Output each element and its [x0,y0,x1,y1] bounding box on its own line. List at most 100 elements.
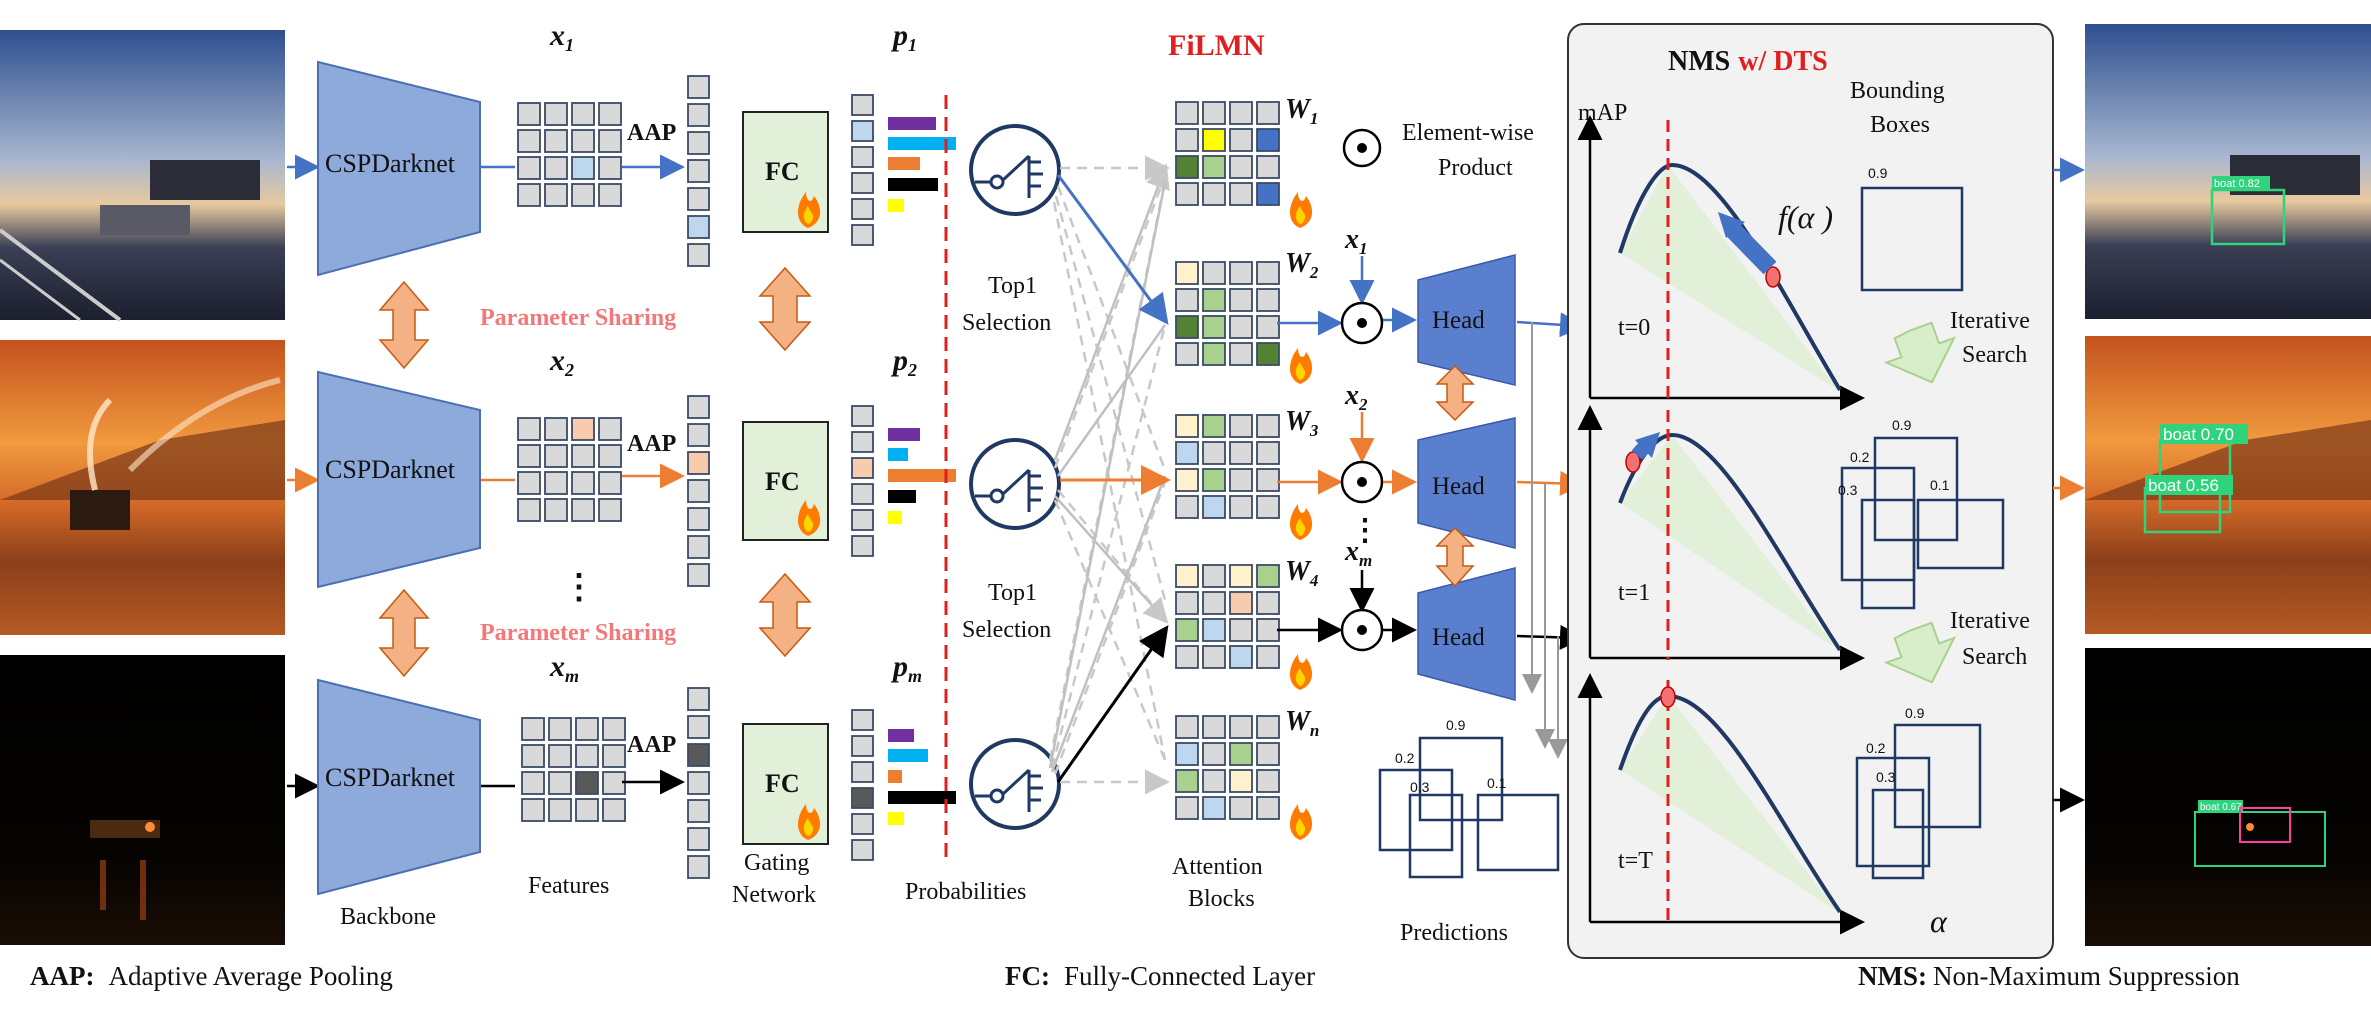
grid-cell [521,744,545,768]
alpha-label: α [1930,903,1948,939]
attention-block-2 [1175,261,1280,366]
t1-score-03: 0.3 [1838,482,1858,498]
iterative-label-2: Iterative [1950,608,2030,634]
grid-cell [1229,261,1253,285]
product-node-3 [1340,608,1384,652]
label-xm-head: xm [1344,536,1372,570]
input-image-1 [0,30,285,322]
iterative-search-2: Search [1962,644,2027,670]
grid-cell [544,498,568,522]
backbone-share-arrow-1 [378,280,430,370]
boat-label-4: boat 0.67 [2200,802,2242,813]
bbox-label-2: Boxes [1870,112,1930,138]
vector-cell [851,172,874,194]
vector-cell [851,457,874,479]
grid-cell [544,444,568,468]
label-wn: Wn [1285,706,1319,740]
grid-cell [598,156,622,180]
bbox-label-1: Bounding [1850,78,1945,104]
tT-score-03: 0.3 [1876,769,1896,785]
grid-cell [1202,796,1226,820]
fc-share-arrow-1 [758,266,812,352]
grid-cell [1256,182,1280,206]
grid-cell [1175,315,1199,339]
grid-cell [1229,101,1253,125]
grid-cell [1256,288,1280,312]
vector-cell [687,687,710,711]
pooled-vector-1 [687,75,710,267]
attention-caption-2: Blocks [1188,886,1255,912]
fire-icon [798,804,821,840]
grid-cell [1229,315,1253,339]
grid-cell [1175,796,1199,820]
vector-cell [851,94,874,116]
backbone-2-label: CSPDarknet [325,455,456,484]
vector-cell [687,243,710,267]
top1-caption-1a: Top1 [988,273,1037,299]
attention-block-3 [1175,414,1280,519]
grid-cell [571,102,595,126]
vector-cell [687,771,710,795]
bbox-cluster-tT [1855,723,1982,880]
grid-cell [1256,261,1280,285]
head-to-predictions-lines [1522,322,1568,759]
grid-cell [517,444,541,468]
vector-cell [687,75,710,99]
t1-score-09: 0.9 [1892,417,1912,433]
fc-block-2: FC [742,421,829,541]
fc-share-arrow-2 [758,572,812,658]
grid-cell [1256,742,1280,766]
grid-cell [1229,468,1253,492]
iterative-search-arrow-2 [1883,621,1957,684]
grid-cell [598,471,622,495]
grid-cell [548,717,572,741]
grid-cell [1202,414,1226,438]
grid-cell [1175,288,1199,312]
feature-grid-2 [517,417,622,522]
feature-grid-3 [521,717,626,822]
vector-cell [851,224,874,246]
fire-icon [1290,504,1313,540]
grid-cell [1175,414,1199,438]
grid-cell [544,417,568,441]
prob-vector-1 [851,94,874,246]
grid-cell [1229,645,1253,669]
grid-cell [571,417,595,441]
grid-cell [517,156,541,180]
grid-cell [1202,288,1226,312]
grid-cell [1175,261,1199,285]
grid-cell [1256,769,1280,793]
aap-label-2: AAP [627,431,676,457]
grid-cell [598,498,622,522]
grid-cell [1256,441,1280,465]
pred-score-09: 0.9 [1446,717,1466,733]
grid-cell [1175,645,1199,669]
vector-cell [851,761,874,783]
nms-plot-t0 [1577,115,1865,411]
f-alpha-label: f(α ) [1778,199,1833,235]
parameter-sharing-label-1: Parameter Sharing [480,305,676,331]
bbox-score-09: 0.9 [1868,165,1888,181]
t1-score-01: 0.1 [1930,477,1950,493]
grid-cell [544,129,568,153]
backbone-1: CSPDarknet [317,60,481,277]
fc-label-3: FC [765,769,800,798]
grid-cell [544,156,568,180]
grid-cell [1229,769,1253,793]
head-3-label: Head [1432,624,1485,651]
grid-cell [1175,468,1199,492]
vector-cell [687,159,710,183]
label-x1-head: x1 [1344,224,1368,258]
probabilities-caption: Probabilities [905,879,1026,905]
grid-cell [571,498,595,522]
vector-cell [687,479,710,503]
route-selected-1 [1056,174,1169,325]
vector-cell [851,709,874,731]
grid-cell [1202,468,1226,492]
grid-cell [1229,342,1253,366]
fire-icon [1290,804,1313,840]
attention-block-4 [1175,564,1280,669]
grid-cell [1256,495,1280,519]
